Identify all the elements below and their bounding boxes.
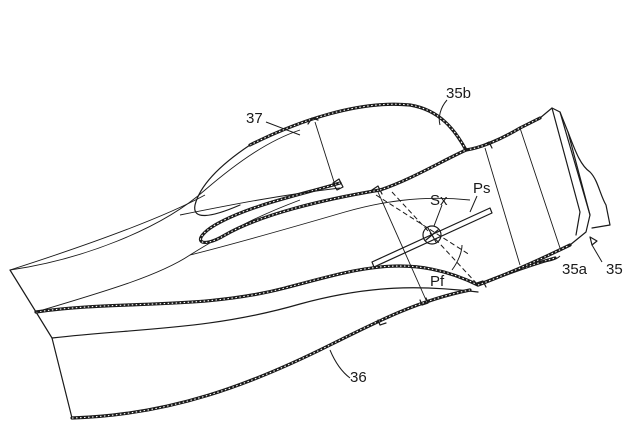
leader-35a <box>539 255 561 263</box>
arrow-35 <box>589 236 598 246</box>
label-35b: 35b <box>446 85 471 102</box>
leader-lines <box>265 99 603 379</box>
leader-35 <box>591 244 603 263</box>
sensor-circle-sx <box>422 225 442 245</box>
label-35a: 35a <box>562 261 588 278</box>
leader-sx <box>433 204 443 227</box>
flow-line-dashed-lower <box>391 191 479 286</box>
sensor-assembly <box>371 191 493 286</box>
leader-36 <box>329 349 351 379</box>
flow-line-dashed-upper <box>375 194 471 256</box>
leader-37 <box>265 121 301 136</box>
branch-duct-37 <box>9 102 471 313</box>
leader-ps <box>469 195 478 213</box>
plate-ps <box>371 207 493 268</box>
outlet-pipe-35 <box>377 107 611 301</box>
label-ps: Ps <box>473 180 491 197</box>
label-sx: Sx <box>430 192 448 209</box>
label-37: 37 <box>246 110 263 127</box>
leader-pf <box>451 244 463 271</box>
leader-35b <box>438 99 448 126</box>
label-35: 35 <box>606 261 623 278</box>
main-duct-36 <box>9 194 557 420</box>
label-pf: Pf <box>430 273 445 290</box>
label-36: 36 <box>350 369 367 386</box>
